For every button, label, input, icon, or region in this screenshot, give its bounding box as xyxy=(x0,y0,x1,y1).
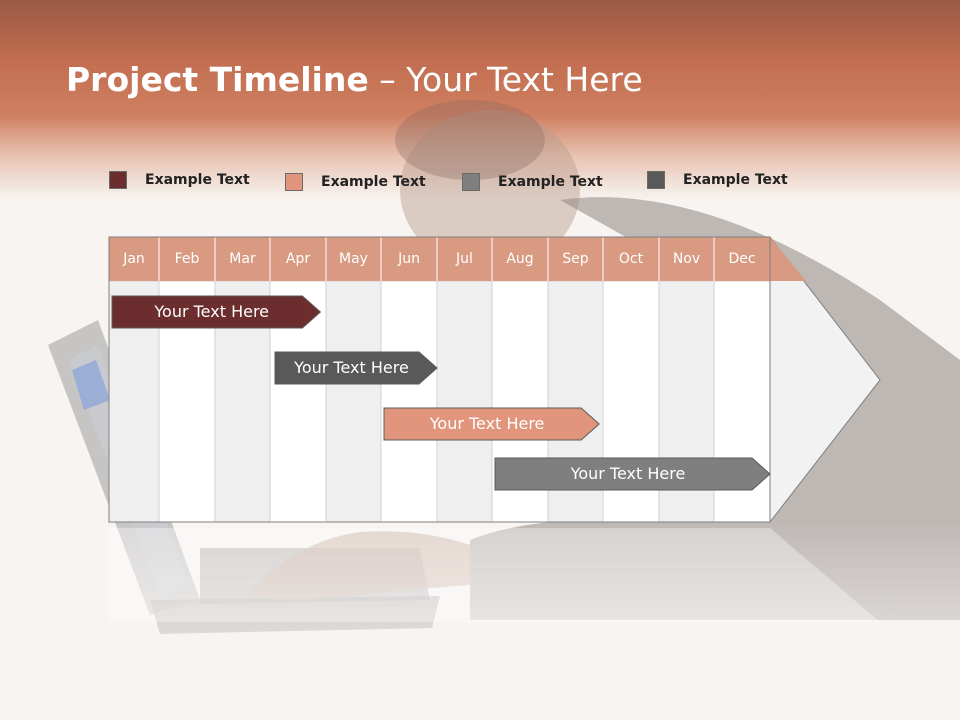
month-column xyxy=(325,280,382,523)
legend-label: Example Text xyxy=(683,172,788,188)
month-label: May xyxy=(339,251,368,267)
month-column xyxy=(436,280,493,523)
task-arrow xyxy=(494,457,771,491)
task-label: Your Text Here xyxy=(154,302,270,321)
timeline-reflection xyxy=(109,528,880,622)
month-label: Jan xyxy=(123,251,145,267)
legend-swatch xyxy=(647,171,665,189)
month-label: Aug xyxy=(506,251,534,267)
month-header-band xyxy=(109,237,806,281)
task-label: Your Text Here xyxy=(429,414,545,433)
month-label: Sep xyxy=(562,251,589,267)
task-label: Your Text Here xyxy=(570,464,686,483)
legend-item: Example Text xyxy=(109,170,250,190)
month-label: Jul xyxy=(456,251,473,267)
task-arrow xyxy=(274,351,438,385)
legend-item: Example Text xyxy=(462,172,603,192)
legend-label: Example Text xyxy=(321,174,426,190)
title-subtitle: – Your Text Here xyxy=(368,60,643,99)
legend-swatch xyxy=(109,171,127,189)
month-label: Dec xyxy=(728,251,756,267)
month-label: Jun xyxy=(398,251,420,267)
month-label: Apr xyxy=(285,251,311,267)
page-title: Project Timeline – Your Text Here xyxy=(66,60,643,99)
month-label: Mar xyxy=(229,251,256,267)
month-label: Nov xyxy=(672,251,701,267)
month-label: Oct xyxy=(618,251,644,267)
task-label: Your Text Here xyxy=(294,358,409,377)
month-column xyxy=(380,280,438,523)
task-arrow xyxy=(383,407,600,441)
title-bold: Project Timeline xyxy=(66,60,369,99)
header-band xyxy=(0,0,960,200)
legend-swatch xyxy=(462,173,480,191)
legend-item: Example Text xyxy=(285,172,426,192)
month-label: Feb xyxy=(174,251,200,267)
legend-item: Example Text xyxy=(647,170,788,190)
timeline-frame xyxy=(108,236,771,523)
task-arrow xyxy=(111,295,322,329)
legend-swatch xyxy=(285,173,303,191)
legend-label: Example Text xyxy=(145,172,250,188)
legend-label: Example Text xyxy=(498,174,603,190)
